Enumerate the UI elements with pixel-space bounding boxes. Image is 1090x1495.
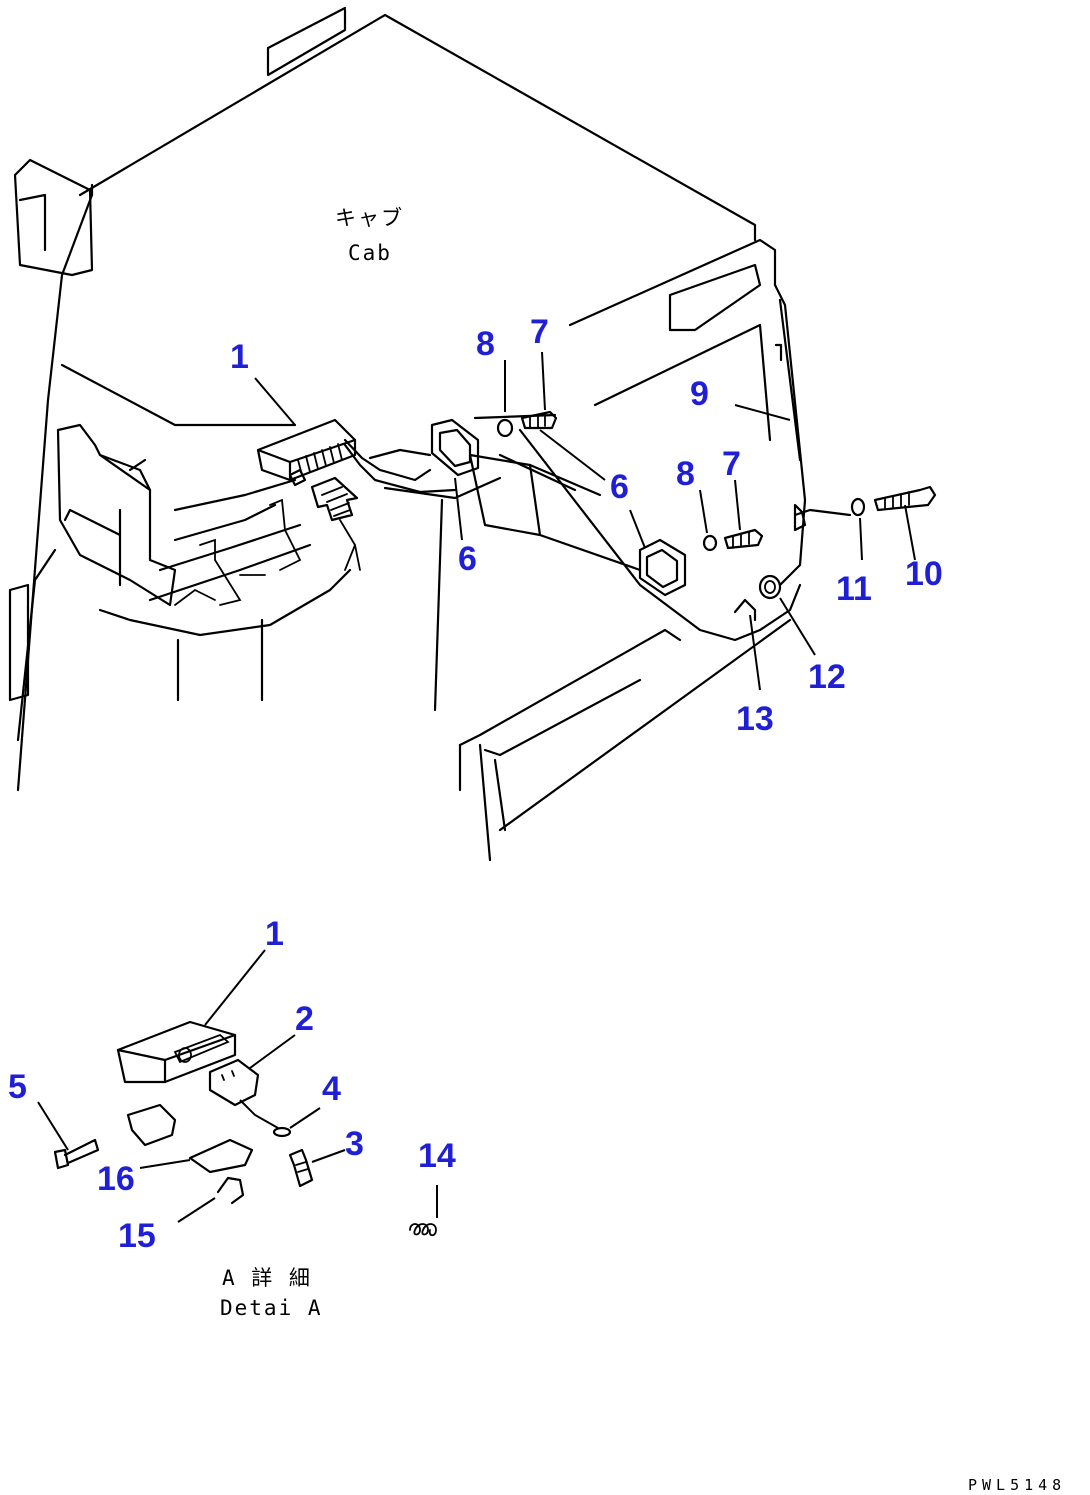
wiring-harness [343,428,852,642]
detail-part-4-washer [272,1126,292,1138]
detail-part-1-unit [116,1020,237,1084]
callout-13: 13 [736,700,774,738]
part-8-washer-right [702,534,718,552]
detail-part-15-clip [216,1176,245,1205]
callout-2: 2 [295,1000,314,1038]
callout-8-right: 8 [676,455,695,493]
detail-part-14-spring [409,1223,437,1237]
detail-label-en: Detai A [220,1296,323,1320]
part-6-lamp-left [430,418,480,477]
callout-1-top: 1 [230,338,249,376]
callout-11: 11 [836,570,872,608]
callout-10: 10 [905,555,943,593]
detail-label-jp: A 詳 細 [222,1266,312,1290]
part-10-bolt [873,485,937,512]
callout-4: 4 [322,1070,341,1108]
part-7-bolt-left [520,410,558,430]
callout-15: 15 [118,1217,156,1255]
callout-14: 14 [418,1137,456,1175]
callout-8-left: 8 [476,325,495,363]
cab-label-jp: キャブ [335,206,404,230]
part-11-washer [850,497,866,517]
part-7-bolt-right [723,528,764,550]
part-9-cable [793,503,807,532]
callout-1-detail: 1 [265,915,284,953]
cab-outline [8,6,807,862]
callout-16: 16 [97,1160,135,1198]
callout-7-right: 7 [722,445,741,483]
callout-9: 9 [690,375,709,413]
drawing-code: PWL5148 [968,1476,1066,1494]
detail-part-3-bolt [288,1148,314,1188]
part-12-grommet [758,574,782,600]
part-6-lamp-right [638,538,687,597]
callout-5: 5 [8,1068,27,1106]
part-1-unit [256,418,357,487]
callout-6-right: 6 [610,468,629,506]
detail-part-2-bracket [208,1058,260,1107]
detail-part-5-bolt [53,1138,100,1170]
callout-12: 12 [808,658,846,696]
leader-lines [37,351,916,1223]
part-8-washer-left [496,418,514,438]
callout-7-left: 7 [530,313,549,351]
callout-6-left: 6 [458,540,477,578]
arrow-a-icon [310,476,359,522]
cab-label-en: Cab [348,241,392,265]
detail-part-16-bracket [126,1103,254,1174]
callout-3: 3 [345,1125,364,1163]
